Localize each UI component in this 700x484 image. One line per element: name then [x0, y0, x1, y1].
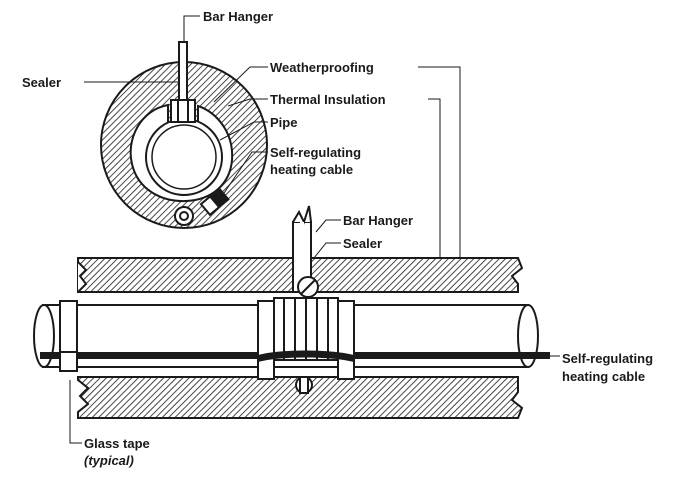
label-heating-cable-top-2: heating cable — [270, 162, 353, 177]
insulation-bottom-band — [77, 376, 524, 419]
sealer-block — [170, 99, 196, 123]
cross-section-view — [100, 41, 268, 229]
label-glass-tape: Glass tape — [84, 436, 150, 451]
pipe-right-end — [517, 304, 539, 368]
pipe-left-end — [33, 304, 55, 368]
label-thermal-insulation: Thermal Insulation — [270, 92, 386, 107]
glass-tape-band — [59, 300, 78, 372]
labels: Bar Hanger Sealer Weatherproofing Therma… — [22, 9, 653, 468]
clamp-band-left — [257, 300, 275, 380]
label-bar-hanger-side: Bar Hanger — [343, 213, 413, 228]
leader-lines — [69, 15, 560, 444]
label-sealer-top: Sealer — [22, 75, 61, 90]
bar-hanger-rod — [178, 41, 188, 105]
label-heating-cable-top-1: Self-regulating — [270, 145, 361, 160]
label-heating-cable-side-2: heating cable — [562, 369, 645, 384]
label-sealer-side: Sealer — [343, 236, 382, 251]
heating-cable-under-clamp — [258, 350, 354, 362]
pipe-inner — [151, 124, 217, 190]
heating-cable-section — [199, 187, 230, 217]
label-glass-tape-note: (typical) — [84, 453, 134, 468]
label-weatherproofing: Weatherproofing — [270, 60, 374, 75]
label-heating-cable-side-1: Self-regulating — [562, 351, 653, 366]
label-bar-hanger-top: Bar Hanger — [203, 9, 273, 24]
label-pipe: Pipe — [270, 115, 297, 130]
side-view — [33, 205, 550, 419]
clamp-band-right — [337, 300, 355, 380]
